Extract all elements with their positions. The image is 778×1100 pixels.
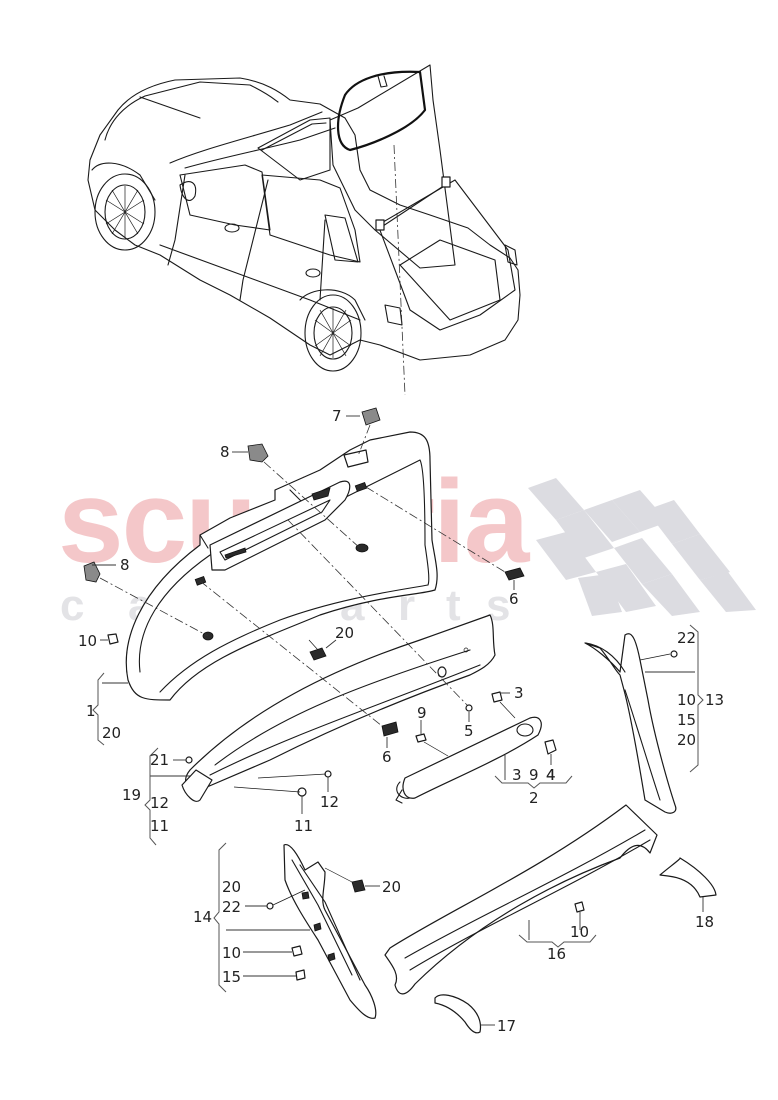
callout-labels: 7 8 8 6 10 20 1 20 5 3 9 6 4 3 9 4 2 21 … [78, 407, 724, 1035]
callout-8: 8 [120, 556, 130, 574]
callout-2-sub-9: 9 [529, 766, 539, 784]
part-1-bracket [92, 672, 128, 746]
part-17-trim-piece [434, 994, 495, 1034]
callout-2-sub-3: 3 [512, 766, 522, 784]
callout-19-sub-11: 11 [150, 817, 169, 835]
callout-13: 13 [705, 691, 724, 709]
callout-13-sub-10: 10 [677, 691, 696, 709]
vehicle-overview-illustration [87, 64, 521, 396]
svg-text:c: c [60, 581, 84, 630]
callout-14-sub-22: 22 [222, 898, 241, 916]
callout-7: 7 [332, 407, 342, 425]
lower-trim-strip [181, 614, 496, 802]
part-18-trim-piece [659, 857, 717, 912]
callout-21: 21 [150, 751, 169, 769]
svg-text:t: t [446, 581, 461, 630]
callout-19: 19 [122, 786, 141, 804]
callout-4: 4 [546, 766, 556, 784]
callout-8: 8 [220, 443, 230, 461]
rear-sill-trim [384, 804, 658, 995]
part-5-screw [465, 704, 473, 722]
callout-3: 3 [514, 684, 524, 702]
part-9-pad [415, 720, 449, 757]
small-fasteners [144, 747, 332, 846]
callout-1: 1 [86, 702, 96, 720]
callout-17: 17 [497, 1017, 516, 1035]
part-8-clip-left [83, 561, 209, 637]
part-6-clip-right [365, 486, 525, 590]
part-8-clip-top [232, 443, 361, 549]
callout-1-sub-20: 20 [102, 724, 121, 742]
callout-5: 5 [464, 722, 474, 740]
callout-20: 20 [335, 624, 354, 642]
callout-11: 11 [294, 817, 313, 835]
callout-22: 22 [677, 629, 696, 647]
grab-handle-assembly [395, 691, 573, 804]
checkered-flag-icon [528, 478, 756, 616]
callout-6: 6 [382, 748, 392, 766]
callout-12: 12 [320, 793, 339, 811]
callout-19-sub-12: 12 [150, 794, 169, 812]
left-pillar-trim [213, 842, 380, 1019]
tailgate-trim-panel [125, 431, 438, 701]
right-pillar-trim [584, 624, 704, 814]
callout-14-sub-10: 10 [222, 944, 241, 962]
callout-2-sub-4: 4 [546, 766, 556, 784]
callout-13-sub-20: 20 [677, 731, 696, 749]
callout-14-sub-20: 20 [222, 878, 241, 896]
callout-10: 10 [570, 923, 589, 941]
callout-10: 10 [78, 632, 97, 650]
callout-20: 20 [382, 878, 401, 896]
part-7-switch [346, 407, 381, 457]
callout-18: 18 [695, 913, 714, 931]
callout-13-sub-15: 15 [677, 711, 696, 729]
callout-2: 2 [529, 789, 539, 807]
part-20-clip [308, 639, 337, 661]
part-6-clip-lower [381, 721, 399, 748]
callout-9: 9 [417, 704, 427, 722]
callout-16: 16 [547, 945, 566, 963]
callout-14: 14 [193, 908, 212, 926]
part-10-clip [100, 633, 119, 645]
callout-6: 6 [509, 590, 519, 608]
callout-14-sub-15: 15 [222, 968, 241, 986]
